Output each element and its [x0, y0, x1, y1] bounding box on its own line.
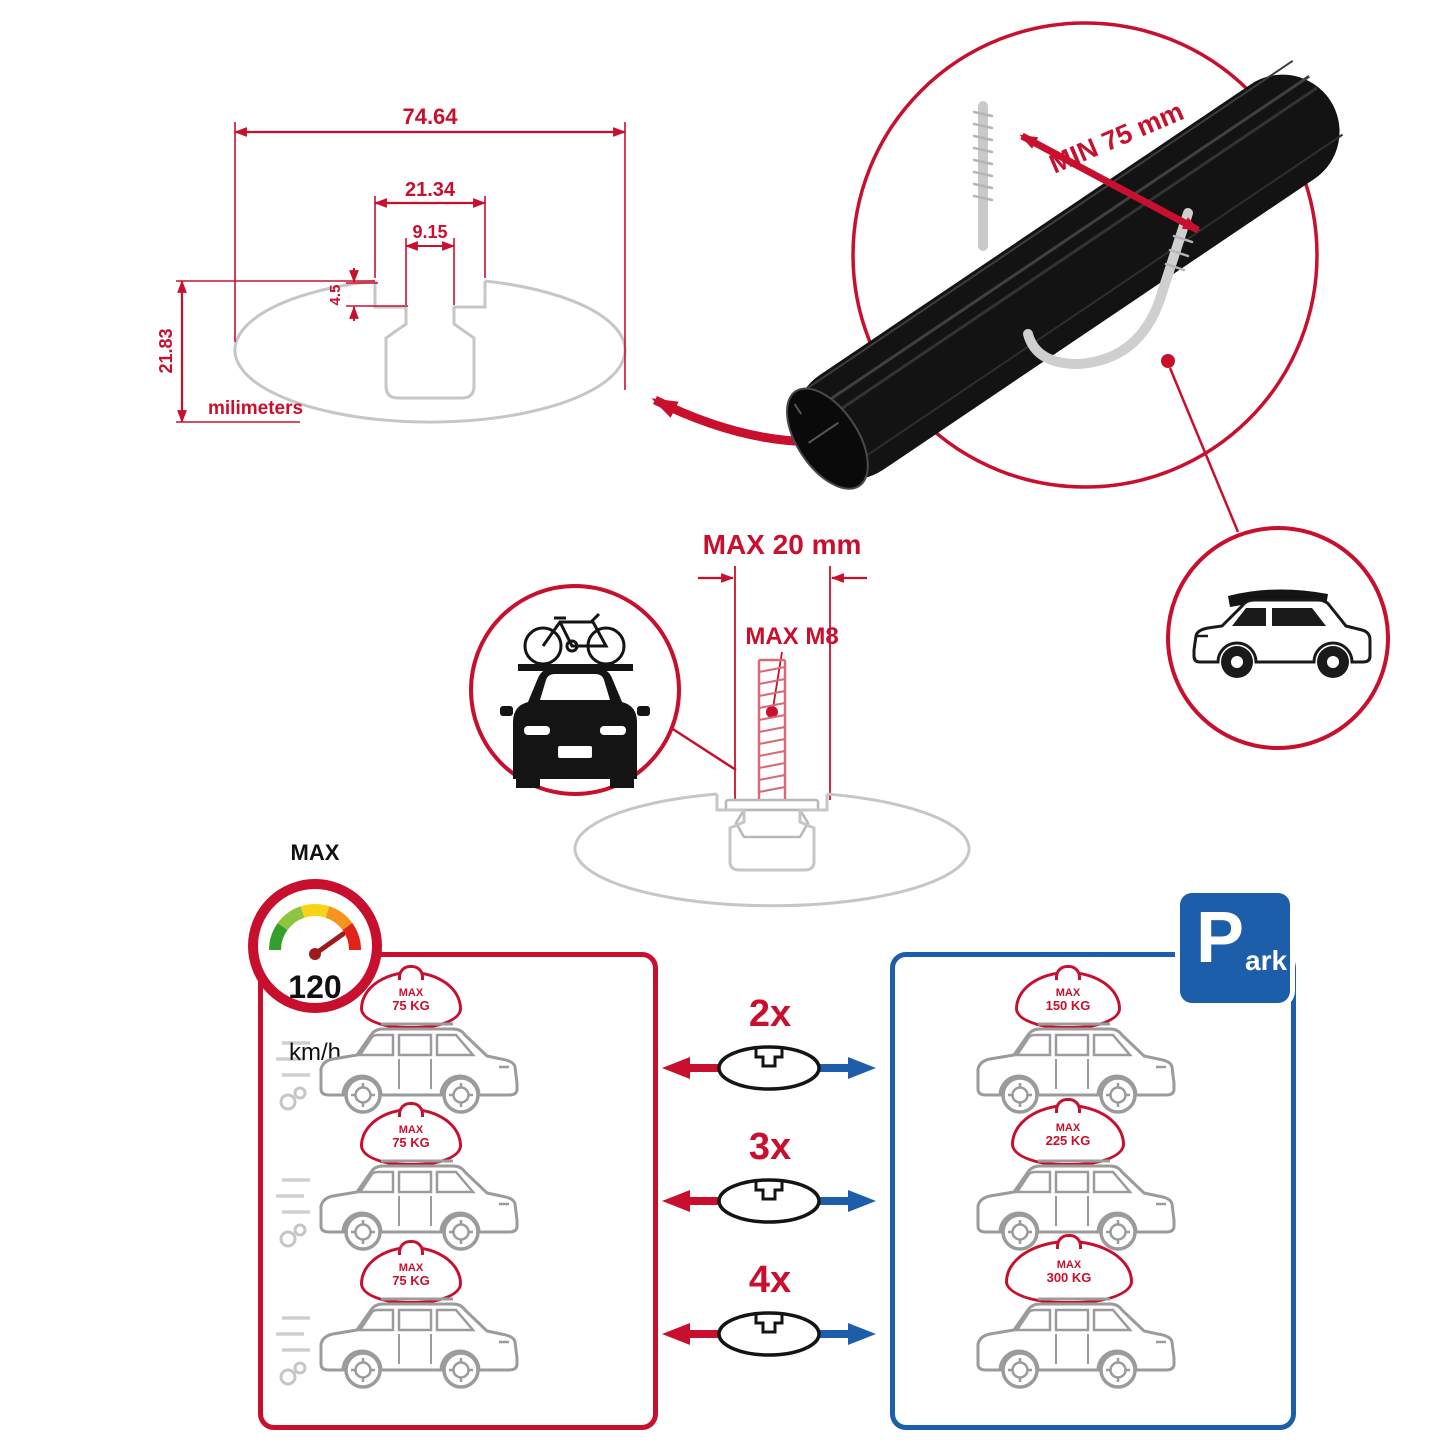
- bag-max-label: MAX: [398, 1123, 424, 1136]
- bag-handle: [1055, 965, 1081, 980]
- dim-slot-depth: 4.5: [327, 268, 408, 321]
- bag-weight-label: 300 KG: [1046, 1269, 1092, 1285]
- bag-handle: [398, 1102, 424, 1117]
- bag-weight-label: 225 KG: [1045, 1132, 1091, 1148]
- car-row-75kg-2: MAX 75 KG: [298, 1102, 553, 1252]
- bag-max-label: MAX: [1055, 1121, 1081, 1134]
- dim-slot-width: 9.15: [404, 222, 456, 305]
- detail-circle: [851, 21, 1319, 489]
- bar-count-row-2x: [652, 1042, 892, 1094]
- parked-load-panel: MAX 150 KG MAX 225 KG MAX 300 KG: [890, 952, 1296, 1430]
- park-sign: P ark: [1180, 893, 1290, 1003]
- bag-max-label: MAX: [1055, 986, 1081, 999]
- suv-drawing: [303, 1284, 533, 1394]
- roof-cargo-bag: MAX 75 KG: [360, 1102, 462, 1166]
- dim-slot-width-value: 9.15: [412, 222, 447, 242]
- clamp-to-car-leader: [1168, 367, 1240, 533]
- car-row-150kg: MAX 150 KG: [955, 965, 1210, 1115]
- clamp-pointer-dot: [1161, 354, 1175, 368]
- crossbar-profile-outline: [233, 279, 627, 424]
- roof-cargo-bag: MAX 75 KG: [360, 965, 462, 1029]
- bag-max-label: MAX: [398, 1261, 424, 1274]
- car-row-300kg: MAX 300 KG: [955, 1234, 1210, 1390]
- roof-cargo-bag: MAX 75 KG: [360, 1240, 462, 1304]
- dim-slot-depth-value: 4.5: [327, 285, 344, 306]
- bar-count-row-4x: [652, 1308, 892, 1360]
- bag-max-label: MAX: [398, 986, 424, 999]
- bike-circle-leader: [661, 720, 737, 772]
- gauge-arc: [268, 904, 362, 951]
- bolt-length-dimension: [698, 566, 867, 800]
- crossbar-render-section: MIN 75 mm: [785, 21, 1390, 750]
- suv-drawing: [303, 1009, 533, 1119]
- multiplier-3x: 3x: [748, 1126, 792, 1168]
- dim-channel-width: 21.34: [373, 179, 487, 278]
- bag-weight-label: 75 KG: [392, 1134, 430, 1150]
- dim-total-width: 74.64: [233, 104, 627, 390]
- suv-drawing: [960, 1009, 1190, 1119]
- dim-total-height: 21.83: [156, 279, 375, 424]
- bag-handle: [1056, 1234, 1082, 1249]
- bolt-detail-section: MAX 20 mm MAX M8: [469, 529, 971, 908]
- clamp-hook: [1023, 208, 1198, 370]
- bar-count-row-3x: [652, 1175, 892, 1227]
- units-label: milimeters: [208, 398, 303, 419]
- multiplier-2x: 2x: [748, 993, 792, 1035]
- park-letter: P: [1196, 898, 1245, 978]
- car-row-225kg: MAX 225 KG: [955, 1098, 1210, 1252]
- bag-handle: [398, 1240, 424, 1255]
- car-roofbox-detail: [1166, 526, 1390, 750]
- speed-value: 120: [288, 969, 341, 1005]
- suv-drawing: [960, 1284, 1190, 1394]
- bolt-max-length-label: MAX 20 mm: [703, 529, 862, 560]
- suv-drawing: [303, 1146, 533, 1256]
- tbolt-head-in-channel: [724, 798, 820, 839]
- speed-max-label: MAX: [291, 840, 340, 865]
- car-row-75kg-3: MAX 75 KG: [298, 1240, 553, 1390]
- multiplier-4x: 4x: [748, 1259, 792, 1301]
- min-clearance-arrow: [1019, 132, 1201, 234]
- bag-weight-label: 75 KG: [392, 997, 430, 1013]
- dim-total-width-value: 74.64: [402, 104, 458, 129]
- bag-weight-label: 150 KG: [1045, 997, 1091, 1013]
- dim-total-height-value: 21.83: [156, 328, 176, 373]
- threaded-stud: [757, 658, 787, 802]
- thread-pointer-dot: [766, 706, 778, 718]
- dim-channel-width-value: 21.34: [405, 179, 456, 201]
- car-bike-detail: [469, 584, 681, 796]
- clamp-rod-top: [972, 101, 994, 251]
- suv-drawing: [960, 1146, 1190, 1256]
- driving-load-panel: MAX 75 KG MAX 75 KG MAX 75 KG: [258, 952, 658, 1430]
- park-suffix: ark: [1245, 945, 1288, 976]
- car-row-75kg-1: MAX 75 KG: [298, 965, 553, 1115]
- bolt-max-thread-label: MAX M8: [745, 623, 838, 650]
- bag-max-label: MAX: [1056, 1258, 1082, 1271]
- bag-weight-label: 75 KG: [392, 1272, 430, 1288]
- roof-cargo-bag: MAX 225 KG: [1011, 1098, 1125, 1166]
- crossbar-bar: [785, 60, 1344, 490]
- profile-outline-bottom: [573, 792, 971, 908]
- bag-handle: [398, 965, 424, 980]
- bag-handle: [1055, 1098, 1081, 1113]
